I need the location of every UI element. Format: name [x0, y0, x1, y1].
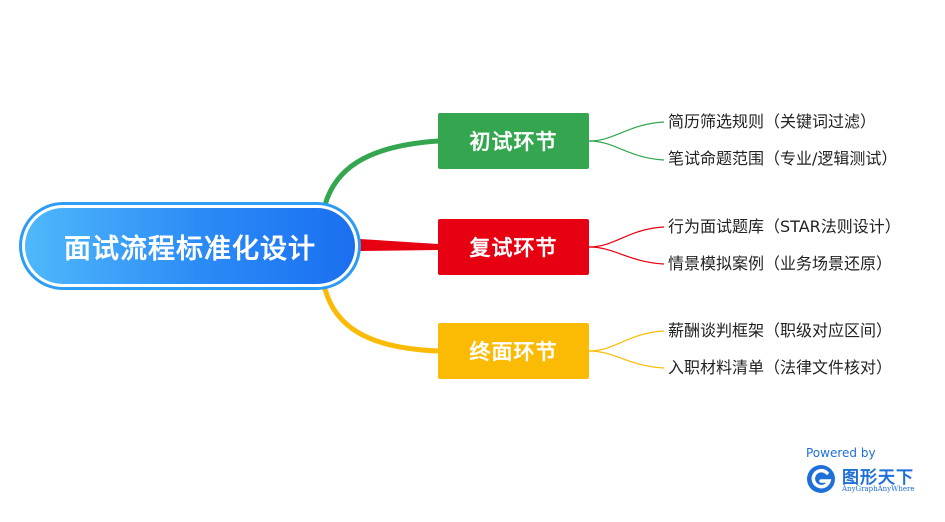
watermark-brand-subtitle: AnyGraphAnyWhere: [842, 485, 915, 493]
leaf-node-onboarding-checklist[interactable]: 入职材料清单（法律文件核对）: [668, 358, 893, 377]
connector-root-branch-2: [360, 239, 438, 251]
branch-node-final-interview[interactable]: 终面环节: [438, 323, 589, 379]
branch-node-second-interview[interactable]: 复试环节: [438, 219, 589, 275]
watermark-brand-name: 图形天下: [842, 468, 914, 488]
connector-branch-2-leaf-2: [588, 246, 665, 265]
connector-root-branch-3: [322, 286, 441, 354]
leaf-node-resume-screening[interactable]: 简历筛选规则（关键词过滤）: [668, 112, 877, 131]
root-node[interactable]: 面试流程标准化设计: [19, 202, 361, 290]
leaf-node-behavioral-questions[interactable]: 行为面试题库（STAR法则设计）: [668, 217, 901, 236]
leaf-node-written-test[interactable]: 笔试命题范围（专业/逻辑测试）: [668, 149, 898, 168]
connector-branch-2-leaf-1: [588, 226, 665, 248]
connector-branch-3-leaf-1: [588, 330, 665, 352]
leaf-node-scenario-simulation[interactable]: 情景模拟案例（业务场景还原）: [668, 254, 893, 273]
brand-g-icon: [807, 465, 835, 493]
root-node-label: 面试流程标准化设计: [25, 208, 355, 284]
branch-node-initial-interview[interactable]: 初试环节: [438, 113, 589, 169]
watermark-logo: Powered by 图形天下 AnyGraphAnyWhere: [804, 446, 930, 498]
leaf-node-salary-negotiation[interactable]: 薪酬谈判框架（职级对应区间）: [668, 321, 893, 340]
connector-branch-1-leaf-1: [588, 121, 665, 142]
connector-branch-1-leaf-2: [588, 140, 665, 161]
watermark-powered-text: Powered by: [806, 446, 876, 460]
connector-root-branch-1: [322, 138, 441, 208]
connector-branch-3-leaf-2: [588, 350, 665, 369]
